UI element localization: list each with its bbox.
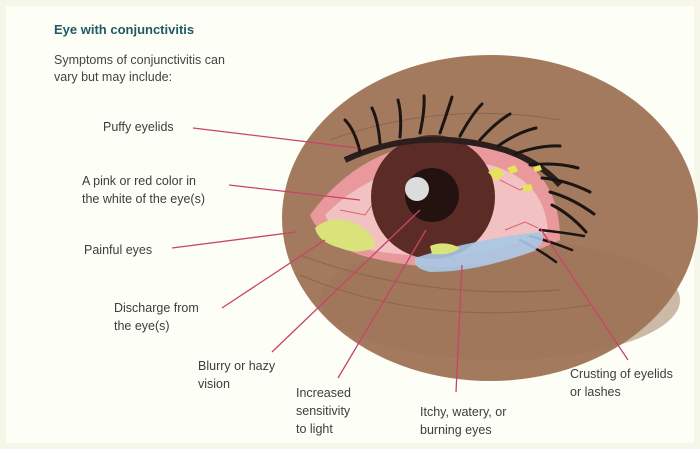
label-sensitivity-line1: Increased xyxy=(296,384,351,402)
label-sensitivity-line3: to light xyxy=(296,420,351,438)
label-itchy-line1: Itchy, watery, or xyxy=(420,403,506,421)
label-crusting: Crusting of eyelids or lashes xyxy=(570,365,673,401)
label-pink-line1: A pink or red color in xyxy=(82,172,205,190)
eye-highlight xyxy=(405,177,429,201)
leader-painful xyxy=(172,232,296,248)
label-painful-eyes: Painful eyes xyxy=(84,241,152,259)
label-puffy-eyelids: Puffy eyelids xyxy=(103,118,174,136)
label-puffy-text: Puffy eyelids xyxy=(103,120,174,134)
label-itchy-line2: burning eyes xyxy=(420,421,506,439)
label-painful-text: Painful eyes xyxy=(84,243,152,257)
label-itchy-eyes: Itchy, watery, or burning eyes xyxy=(420,403,506,439)
label-discharge-line2: the eye(s) xyxy=(114,317,199,335)
label-pink-color: A pink or red color in the white of the … xyxy=(82,172,205,208)
label-pink-line2: the white of the eye(s) xyxy=(82,190,205,208)
label-discharge-line1: Discharge from xyxy=(114,299,199,317)
label-blurry-line2: vision xyxy=(198,375,275,393)
label-light-sensitivity: Increased sensitivity to light xyxy=(296,384,351,438)
label-crusting-line1: Crusting of eyelids xyxy=(570,365,673,383)
label-blurry-line1: Blurry or hazy xyxy=(198,357,275,375)
label-discharge: Discharge from the eye(s) xyxy=(114,299,199,335)
label-blurry-vision: Blurry or hazy vision xyxy=(198,357,275,393)
label-sensitivity-line2: sensitivity xyxy=(296,402,351,420)
label-crusting-line2: or lashes xyxy=(570,383,673,401)
